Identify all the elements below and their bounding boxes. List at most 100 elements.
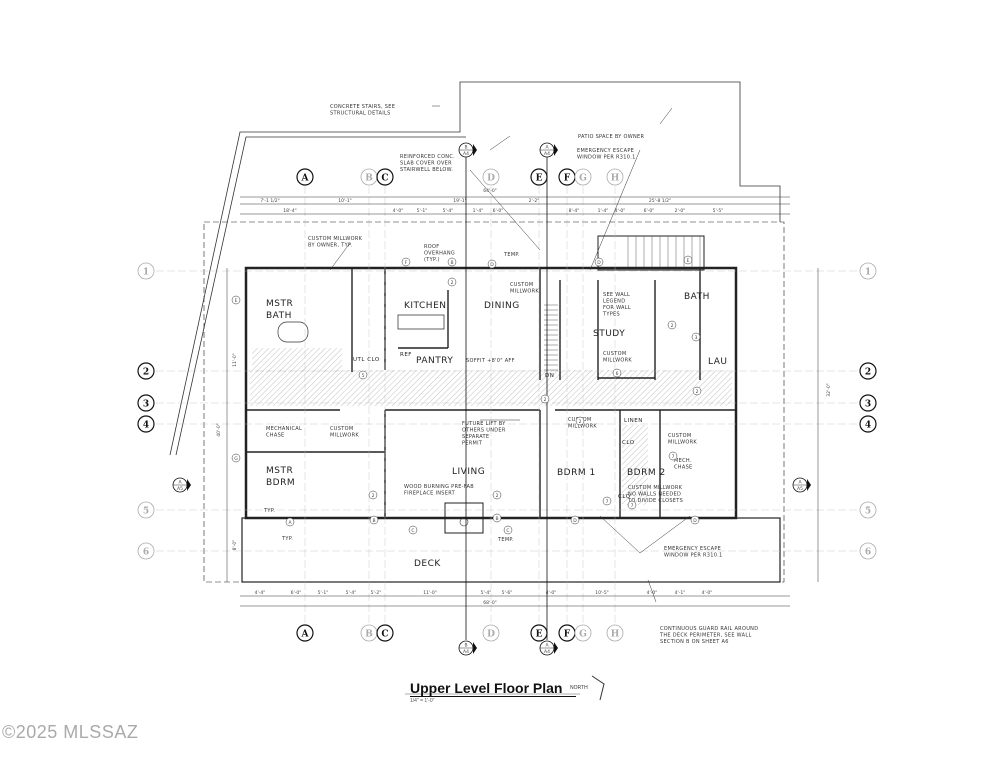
note-line: TYP. [263,508,275,514]
annotation-note: REINFORCED CONC.SLAB COVER OVERSTAIRWELL… [400,154,455,173]
grid-label-A: A [301,174,310,184]
door-tag [540,394,550,404]
grid-bubble-3 [137,394,155,412]
grid-label-G: G [579,630,587,640]
window-tag-label: E [235,298,238,304]
annotation-note: TEMP. [497,537,514,543]
dimension-bottom: 5'-4" [346,590,357,596]
leader-line [589,149,641,271]
door-tag-label: 7 [606,499,609,505]
grid-label-H: H [611,630,620,640]
note-line: CUSTOM MILLWORK [308,236,363,242]
annotation-note: SOFFIT +8'0" AFF [466,358,514,364]
dimension-side: 32'-0" [826,383,832,397]
note-line: (TYP.) [424,257,440,263]
section-marker-sheet: A4 [544,649,550,655]
room-label: BATH [266,311,292,321]
grid-bubble-G [574,168,592,186]
note-line: SEE WALL [603,292,630,298]
window-tag-label: F [405,260,408,266]
annotation-note: TYP. [263,508,275,514]
dimension-top: 25'-8 1/2" [649,198,671,204]
leader-line [329,242,351,271]
section-marker-sheet: A4 [463,649,469,655]
grid-label-C: C [381,630,388,640]
window-tag [503,525,513,535]
note-line: FIREPLACE INSERT [404,491,456,497]
door-tag [692,386,702,396]
grid-label-2: 2 [143,368,149,378]
dimension-bottom: 10'-5" [595,590,609,596]
dimension-bottom: 4'-4" [255,590,266,596]
grid-bubble-5 [859,501,877,519]
door-tag-label: 3 [695,335,698,341]
window-tag-label: G [234,456,238,462]
door-tag [368,490,378,500]
grid-bubble-3 [859,394,877,412]
grid-bubble-4 [859,415,877,433]
door-tag-label: 2 [671,323,674,329]
section-arrow [473,642,477,654]
note-line: MILLWORK [603,358,632,364]
grid-label-5: 5 [865,507,871,517]
grid-bubble-C [376,624,394,642]
window-tag [447,257,457,267]
note-line: TYPES [602,312,620,318]
door-tag-label: 5 [362,373,365,379]
section-marker-id: B [464,643,467,649]
room-label: CLO [622,440,635,446]
section-marker-sheet: A4 [544,151,550,157]
north-label: NORTH [570,685,588,691]
door-tag [627,500,637,510]
note-line: MILLWORK [510,289,539,295]
door-tag [492,490,502,500]
door-tag-label: 7 [631,503,634,509]
door-tag [667,320,677,330]
grid-label-4: 4 [143,421,149,431]
dimension-top: 10'-1" [338,198,352,204]
window-tag-label: B [450,260,453,266]
grid-label-G: G [579,174,587,184]
grid-label-B: B [365,630,373,640]
dimension-side: 11'-0" [232,353,238,367]
note-line: PERMIT [462,441,483,447]
window-tag [594,257,604,267]
note-line: ROOF [424,244,439,250]
annotation-note: PATIO SPACE BY OWNER [578,134,644,140]
dimension-bottom: 5'-6" [502,590,513,596]
grid-label-D: D [487,630,495,640]
leader-line [489,135,511,151]
room-label: KITCHEN [404,301,447,311]
note-line: THE DECK PERIMETER, SEE WALL [659,633,752,639]
room-label: PANTRY [416,356,453,366]
grid-bubble-2 [859,362,877,380]
grid-bubble-6 [859,542,877,560]
dimension-bottom: 4'-0" [647,590,658,596]
dimension-top: 6'-0" [493,208,504,214]
dimension-side: 8'-0" [232,540,238,551]
window-tag-label: D [693,518,697,524]
note-line: TO DIVIDE CLOSETS [627,498,683,504]
grid-bubble-H [606,168,624,186]
grid-bubble-5 [137,501,155,519]
grid-bubble-6 [137,542,155,560]
room-label: MSTR [266,299,293,309]
door-tag [358,370,368,380]
dimension-top: 7'-1 1/2" [260,198,279,204]
exterior-stair [597,235,705,271]
section-arrow [554,144,558,156]
note-line: FOR WALL [603,305,631,311]
note-line: CUSTOM MILLWORK [628,485,683,491]
grid-label-A: A [301,630,310,640]
note-line: CUSTOM [603,351,626,357]
note-line: CUSTOM [510,282,533,288]
section-arrow [187,479,191,491]
bathtub [277,321,309,343]
note-line: MILLWORK [568,424,597,430]
note-line: TYP. [281,536,293,542]
